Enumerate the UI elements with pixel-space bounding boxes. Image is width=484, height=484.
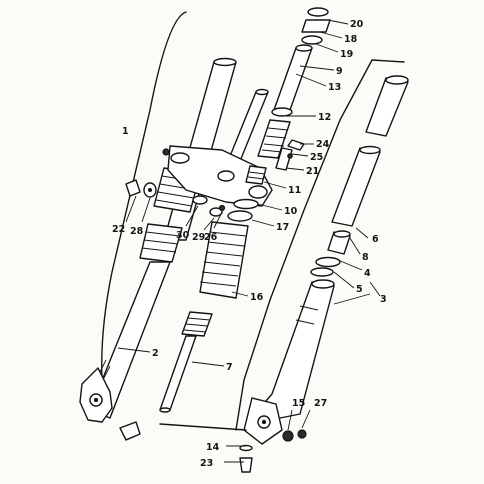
left-outer-leg: [79, 261, 171, 423]
bolt-25-21: [275, 147, 293, 171]
seal-5: [310, 267, 334, 277]
label-6: 6: [372, 234, 379, 245]
label-25: 25: [310, 152, 323, 163]
right-outer-leg: [243, 279, 335, 445]
label-13: 13: [328, 82, 341, 93]
label-7: 7: [226, 362, 233, 373]
drain-15-27: [282, 429, 307, 442]
label-2: 2: [152, 348, 159, 359]
label-29: 29: [192, 232, 205, 243]
small-parts-29-30: [192, 195, 226, 217]
label-27: 27: [314, 398, 327, 409]
spring-11: [245, 165, 267, 185]
under-bracket: [162, 145, 273, 207]
top-spring-12: [257, 119, 291, 159]
spring-center: [181, 311, 213, 337]
bushing-8: [327, 230, 351, 255]
label-3: 3: [380, 294, 387, 305]
label-12: 12: [318, 112, 331, 123]
label-23: 23: [200, 458, 213, 469]
label-24: 24: [316, 139, 330, 150]
left-dust-boot: [139, 223, 183, 263]
label-11: 11: [288, 185, 301, 196]
top-cap-stack: [271, 7, 331, 117]
label-15: 15: [292, 398, 305, 409]
label-21: 21: [306, 166, 319, 177]
label-14: 14: [206, 442, 220, 453]
label-1: 1: [122, 126, 129, 137]
bracket-assembly-3: [235, 59, 405, 431]
bolt-22: [125, 179, 157, 198]
label-5: 5: [356, 284, 363, 295]
damper-rod: [159, 335, 197, 413]
label-9: 9: [336, 66, 343, 77]
label-10: 10: [284, 206, 298, 217]
label-18: 18: [344, 34, 358, 45]
bracket-assembly-3-lower: [159, 423, 247, 431]
bracket-tab: [119, 421, 141, 441]
label-28: 28: [130, 226, 144, 237]
label-8: 8: [362, 252, 369, 263]
seal-4: [315, 256, 341, 268]
washer-17: [227, 210, 253, 222]
label-16: 16: [250, 292, 264, 303]
right-inner-tube-lower: [331, 145, 381, 227]
label-17: 17: [276, 222, 289, 233]
part-labels: 20 18 19 9 13 12 24 25 21 11 10 17 6 8 4…: [112, 19, 387, 469]
center-dust-boot: [199, 221, 249, 299]
clip-10-washer: [233, 198, 259, 210]
label-30: 30: [176, 230, 190, 241]
right-inner-tube-upper: [365, 75, 409, 137]
bolt-24: [287, 139, 305, 151]
label-4: 4: [364, 268, 371, 279]
label-26: 26: [204, 232, 218, 243]
label-20: 20: [350, 19, 364, 30]
label-19: 19: [340, 49, 353, 60]
leader-lines: [117, 19, 381, 463]
washer-14-bolt-23: [239, 444, 253, 473]
label-22: 22: [112, 224, 125, 235]
